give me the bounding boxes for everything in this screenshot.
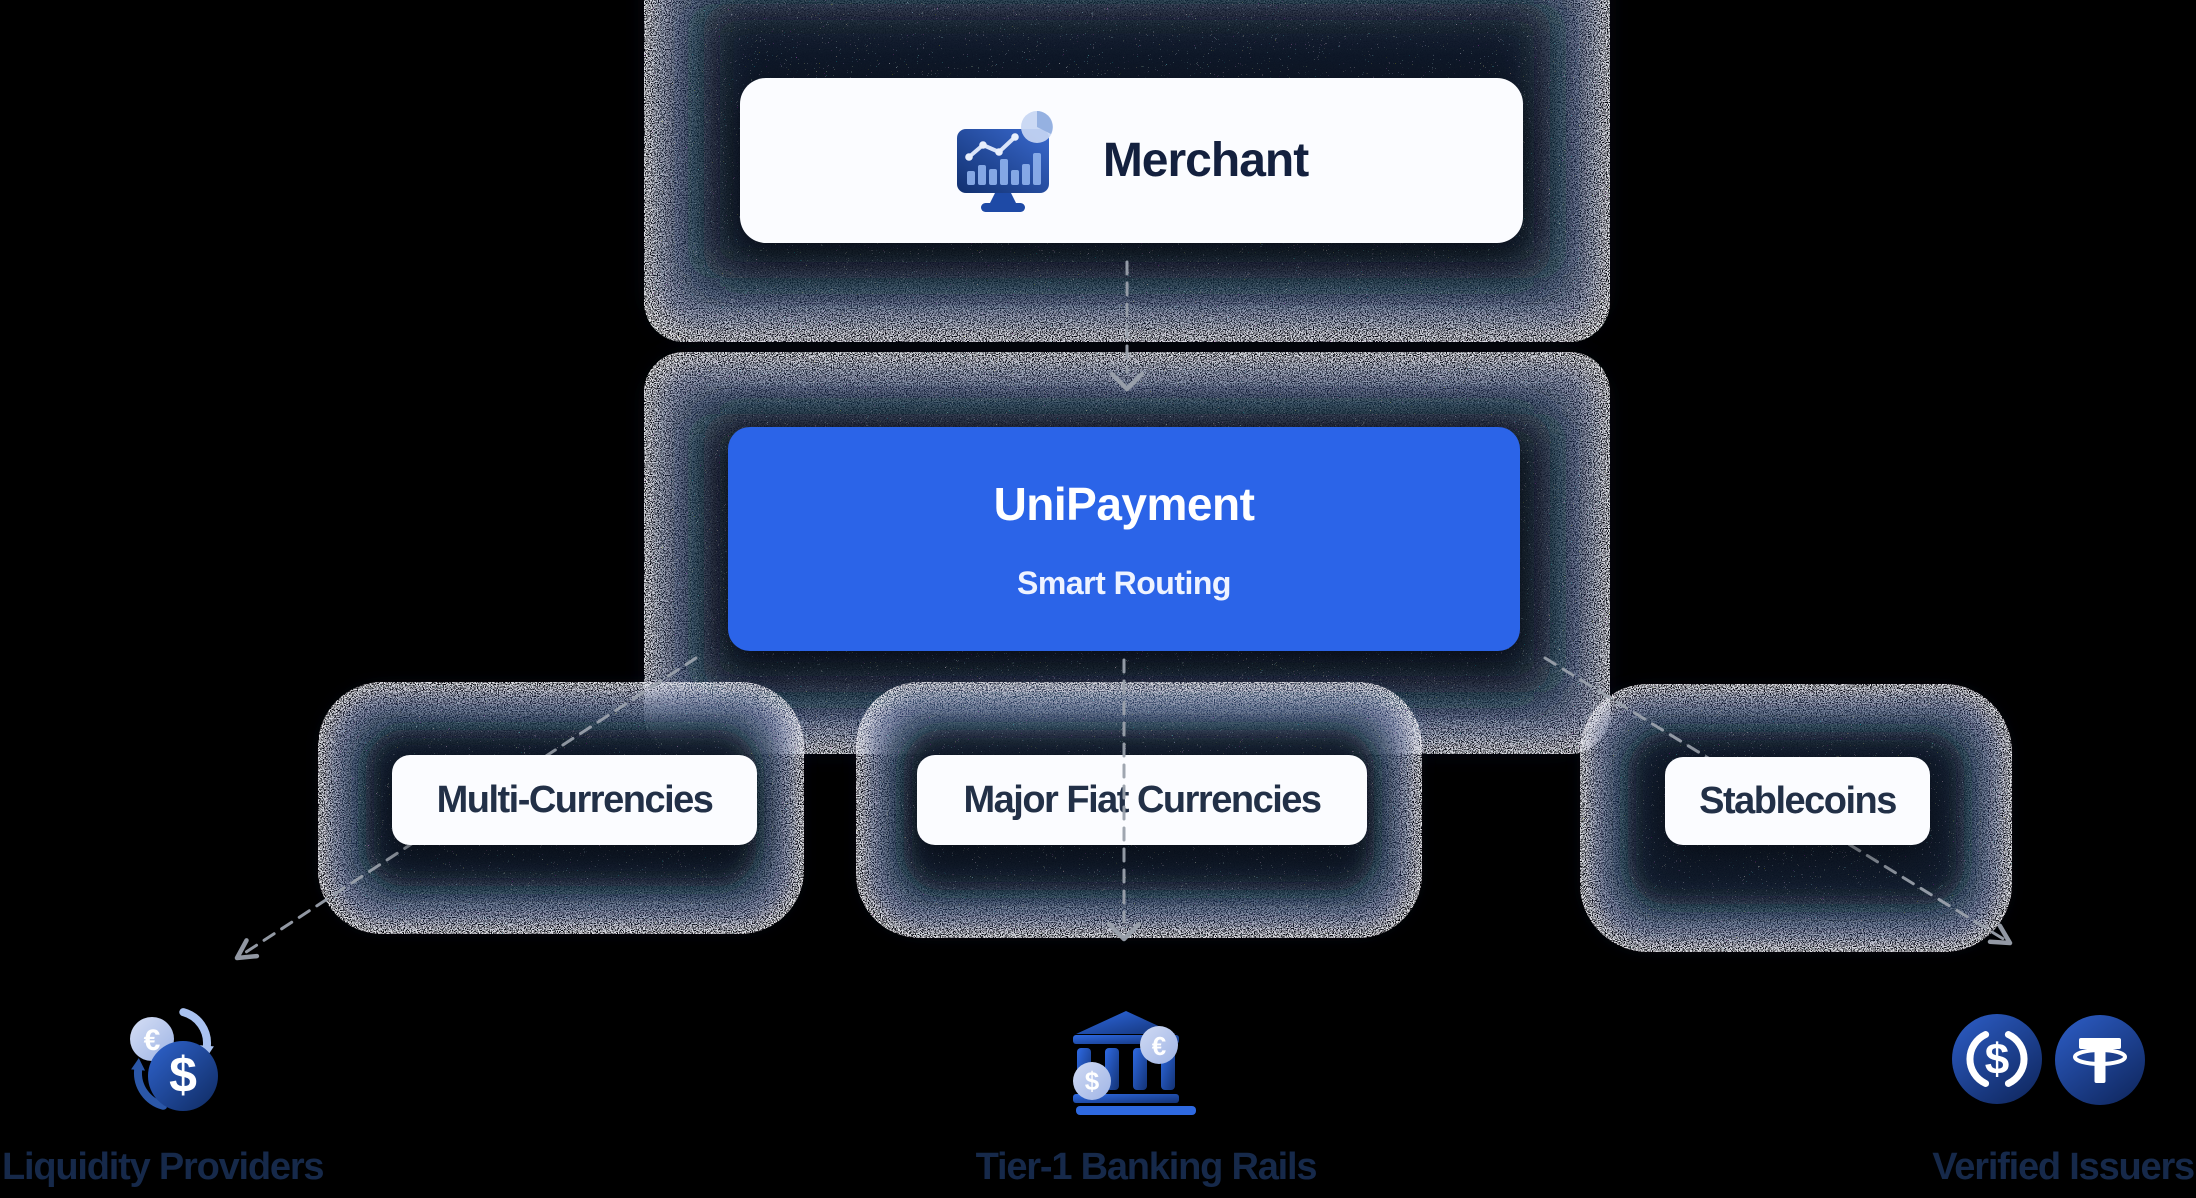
bank-icon: € $ bbox=[1073, 1011, 1196, 1115]
channel-label: Stablecoins bbox=[1699, 779, 1897, 822]
svg-text:$: $ bbox=[169, 1047, 197, 1103]
svg-text:€: € bbox=[144, 1024, 161, 1057]
unipayment-subtitle: Smart Routing bbox=[1017, 564, 1231, 601]
liquidity-providers-label: Liquidity Providers bbox=[2, 1146, 325, 1188]
channel-multi-currencies: Multi-Currencies bbox=[392, 755, 757, 845]
arrowhead-router bbox=[1109, 371, 1145, 392]
monitor-analytics-icon bbox=[956, 110, 1053, 212]
arrowhead-liquidity bbox=[234, 938, 260, 961]
currency-exchange-icon: € $ bbox=[130, 1008, 218, 1111]
svg-text:€: € bbox=[1152, 1031, 1166, 1061]
usdc-coin-icon: $ bbox=[1952, 1014, 2042, 1104]
channel-label: Multi-Currencies bbox=[436, 778, 714, 821]
unipayment-node: UniPayment Smart Routing bbox=[728, 427, 1520, 651]
verified-issuers-label: Verified Issuers bbox=[1932, 1146, 2195, 1188]
svg-text:$: $ bbox=[1985, 1035, 2009, 1084]
tier1-banking-rails-label: Tier-1 Banking Rails bbox=[975, 1146, 1318, 1188]
verified-issuers-icons: $ bbox=[1952, 1014, 2145, 1105]
channel-label: Major Fiat Currencies bbox=[963, 778, 1322, 821]
arrowhead-issuers bbox=[1987, 923, 2013, 946]
channel-major-fiat-currencies: Major Fiat Currencies bbox=[917, 755, 1367, 845]
merchant-node: Merchant bbox=[740, 78, 1523, 243]
tether-coin-icon bbox=[2055, 1015, 2145, 1105]
merchant-label: Merchant bbox=[1102, 134, 1309, 187]
svg-text:$: $ bbox=[1085, 1066, 1100, 1096]
arrowhead-banking bbox=[1106, 921, 1142, 942]
channel-stablecoins: Stablecoins bbox=[1665, 757, 1930, 845]
unipayment-title: UniPayment bbox=[993, 477, 1255, 530]
